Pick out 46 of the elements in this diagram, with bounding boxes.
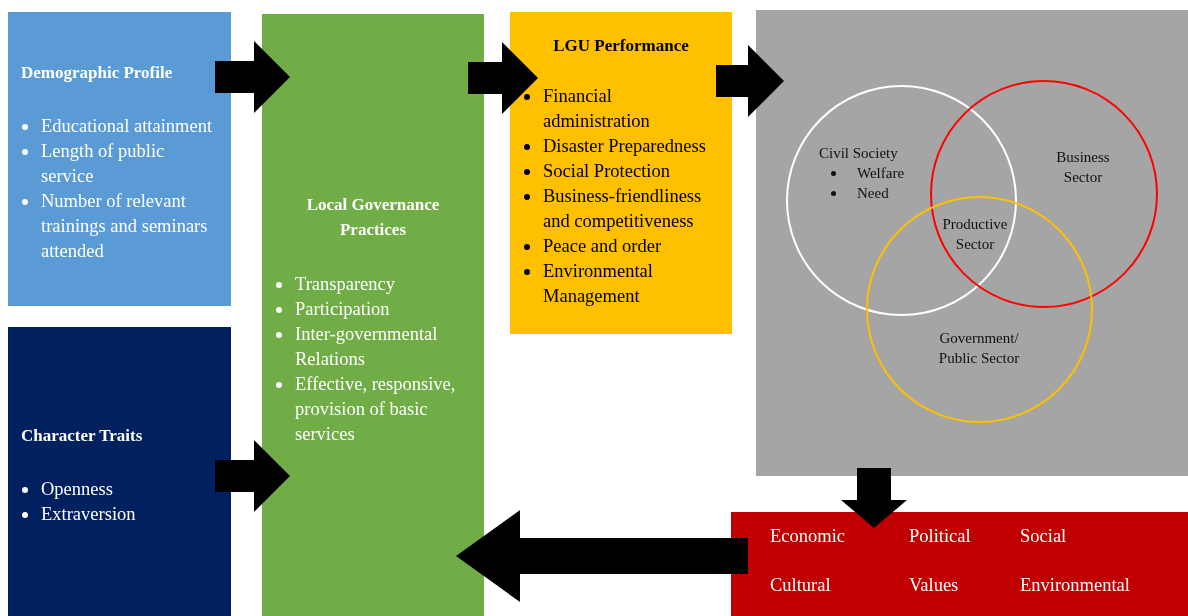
box-heading: Local Governance Practices bbox=[305, 194, 441, 241]
sector-label: Business Sector bbox=[1055, 148, 1111, 187]
list-item: Openness bbox=[41, 479, 113, 499]
outcome-label: Cultural bbox=[770, 575, 831, 596]
list-item: Disaster Preparedness bbox=[543, 136, 706, 156]
outcome-label: Social bbox=[1020, 526, 1067, 547]
list-item: Welfare bbox=[857, 165, 905, 181]
sector-label: Civil Society bbox=[819, 144, 899, 163]
outcome-label: Environmental bbox=[1020, 575, 1130, 596]
list-item: Number of relevant trainings and seminars attended bbox=[41, 191, 208, 261]
list-item: Social Protection bbox=[543, 161, 670, 181]
overlap-label: Productive Sector bbox=[941, 215, 1009, 254]
list-item: Environmental Management bbox=[543, 261, 653, 306]
box-heading: Demographic Profile bbox=[21, 62, 174, 84]
list-item: Need bbox=[857, 185, 889, 201]
block-arrow bbox=[841, 468, 907, 528]
list-item: Extraversion bbox=[41, 504, 136, 524]
list-item: Peace and order bbox=[543, 236, 662, 256]
list-item: Financial administration bbox=[543, 86, 650, 131]
box-heading: Character Traits bbox=[21, 425, 144, 447]
list-item: Educational attainment bbox=[41, 116, 213, 136]
block-arrow bbox=[456, 510, 748, 602]
category-box bbox=[8, 327, 231, 616]
list-item: Business-friendliness and competitiveness bbox=[543, 186, 702, 231]
outcome-box bbox=[731, 512, 1188, 616]
list-item: Effective, responsive, provision of basic services bbox=[295, 374, 456, 444]
list-item: Transparency bbox=[295, 274, 395, 294]
venn-circle bbox=[930, 80, 1158, 308]
list-item: Length of public service bbox=[41, 141, 165, 186]
category-box bbox=[8, 12, 231, 306]
venn-panel bbox=[756, 10, 1188, 476]
block-arrow bbox=[215, 41, 290, 113]
outcome-label: Economic bbox=[770, 526, 845, 547]
outcome-label: Political bbox=[909, 526, 971, 547]
category-box bbox=[262, 14, 484, 616]
outcome-label: Values bbox=[909, 575, 959, 596]
venn-circle bbox=[866, 196, 1093, 423]
box-heading: LGU Performance bbox=[552, 35, 690, 57]
list-item: Participation bbox=[295, 299, 390, 319]
block-arrow bbox=[215, 440, 290, 512]
block-arrow bbox=[716, 45, 784, 117]
block-arrow bbox=[468, 42, 538, 114]
list-item: Inter-governmental Relations bbox=[295, 324, 438, 369]
category-box bbox=[510, 12, 732, 334]
venn-circle bbox=[786, 85, 1017, 316]
sector-label: Government/ Public Sector bbox=[937, 329, 1021, 368]
